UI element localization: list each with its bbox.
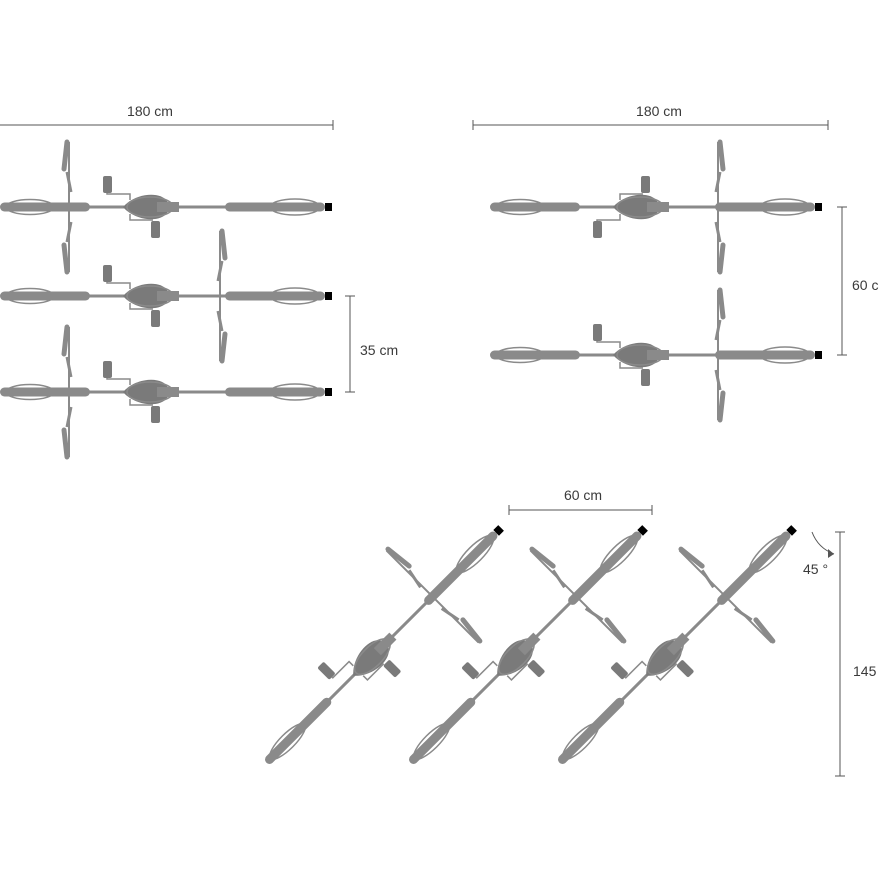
spacing-dimension: 35 cm — [345, 295, 398, 393]
bike-icon — [243, 505, 524, 786]
length-dimension: 180 cm — [472, 103, 829, 130]
alternating-parking-group: 180 cm 35 cm — [0, 103, 398, 457]
spacing-label: 60 c — [852, 277, 878, 293]
bike-icon — [387, 505, 668, 786]
angle-label: 45 ° — [803, 561, 828, 577]
bike-icon — [0, 231, 333, 361]
bike-icon — [536, 505, 817, 786]
angled-parking-group: 60 cm 45 ° 145 — [243, 487, 877, 786]
depth-label: 145 — [853, 663, 877, 679]
paired-parking-group: 180 cm 60 c — [472, 103, 878, 420]
bike-icon — [0, 142, 333, 272]
depth-dimension: 145 — [835, 531, 877, 777]
spacing-dimension: 60 cm — [508, 487, 653, 515]
spacing-label: 35 cm — [360, 342, 398, 358]
bike-icon — [489, 142, 823, 272]
spacing-dimension: 60 c — [837, 206, 878, 356]
length-label: 180 cm — [636, 103, 682, 119]
length-dimension: 180 cm — [0, 103, 334, 130]
angle-indicator: 45 ° — [803, 531, 835, 577]
bike-icon — [489, 290, 823, 420]
bike-icon — [0, 327, 333, 457]
spacing-label: 60 cm — [564, 487, 602, 503]
length-label: 180 cm — [127, 103, 173, 119]
